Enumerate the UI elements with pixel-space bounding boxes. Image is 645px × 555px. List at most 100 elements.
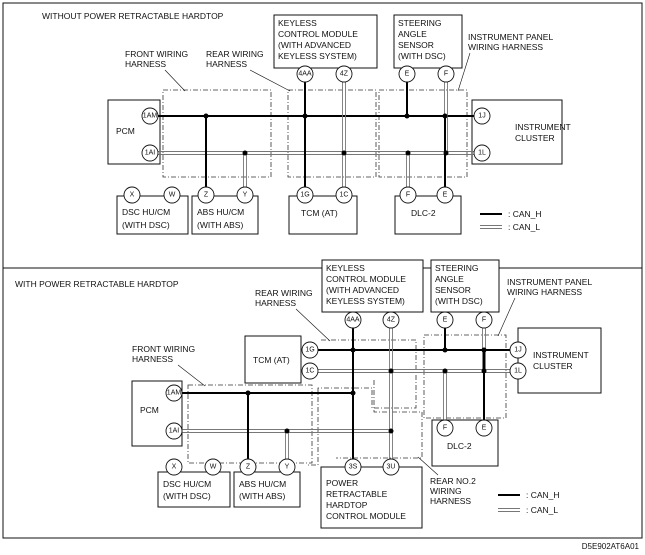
svg-text:TCM (AT): TCM (AT) (301, 208, 338, 218)
pin-b-tcm-1g: 1G (301, 341, 319, 359)
bottom-front-harness-label-2: HARNESS (132, 354, 173, 364)
svg-text:ABS HU/CM: ABS HU/CM (197, 207, 244, 217)
pin-b-cluster-1j: 1J (509, 341, 527, 359)
pin-keyless-4aa: 4AA (296, 65, 314, 83)
pin-b-dlc-f: F (436, 419, 454, 437)
svg-text:1J: 1J (478, 113, 485, 120)
svg-text:INSTRUMENT: INSTRUMENT (533, 350, 589, 360)
bottom-instrument-harness-box (423, 334, 507, 419)
pin-dsc-x: X (123, 186, 141, 204)
svg-text:1L: 1L (478, 150, 486, 157)
bottom-rear2-harness-label-3: HARNESS (430, 496, 471, 506)
svg-text:3S: 3S (349, 464, 358, 471)
pin-b-steer-f: F (475, 311, 493, 329)
svg-text:3U: 3U (387, 464, 396, 471)
bottom-rear-harness-box (308, 339, 417, 466)
pin-b-pcm-1ai: 1AI (165, 422, 183, 440)
pin-b-prht-3u: 3U (382, 458, 400, 476)
pin-dlc-e: E (436, 186, 454, 204)
svg-text:: CAN_L: : CAN_L (526, 505, 558, 515)
svg-text:(WITH ABS): (WITH ABS) (197, 220, 243, 230)
top-title: WITHOUT POWER RETRACTABLE HARDTOP (42, 11, 224, 21)
pin-pcm-1ai: 1AI (141, 144, 159, 162)
svg-text:1G: 1G (305, 347, 314, 354)
svg-text:POWER: POWER (326, 478, 358, 488)
pin-dlc-f: F (399, 186, 417, 204)
svg-text:CONTROL MODULE: CONTROL MODULE (326, 274, 406, 284)
bottom-front-harness-box (187, 384, 313, 464)
svg-text:1J: 1J (514, 347, 521, 354)
svg-text:4AA: 4AA (298, 71, 312, 78)
bottom-steering-sensor: STEERING ANGLE SENSOR (WITH DSC) (430, 259, 500, 313)
svg-text:E: E (482, 425, 487, 432)
svg-text:F: F (482, 317, 486, 324)
svg-text:Y: Y (243, 192, 248, 199)
top-front-harness-label-2: HARNESS (125, 59, 166, 69)
bottom-rear-harness-label-1: REAR WIRING (255, 288, 313, 298)
bottom-dsc-module: DSC HU/CM (WITH DSC) (157, 471, 231, 508)
svg-text:Z: Z (204, 192, 209, 199)
bottom-rear2-harness-label-2: WIRING (430, 486, 462, 496)
svg-text:X: X (172, 464, 177, 471)
bottom-tcm: TCM (AT) (244, 335, 302, 384)
top-instrument-harness-label-1: INSTRUMENT PANEL (468, 32, 553, 42)
bottom-pins: 4AA 4Z E F 1G 1C 1J 1L 1AM 1AI F E X W Z… (165, 311, 527, 476)
top-front-harness-label-1: FRONT WIRING (125, 49, 188, 59)
top-keyless-module: KEYLESS CONTROL MODULE (WITH ADVANCED KE… (273, 14, 378, 69)
pin-pcm-1am: 1AM (141, 107, 159, 125)
bottom-instrument-cluster: INSTRUMENT CLUSTER (517, 327, 602, 394)
svg-text:X: X (130, 192, 135, 199)
svg-text:E: E (405, 71, 410, 78)
bottom-instrument-harness-label-2: WIRING HARNESS (507, 287, 582, 297)
svg-text:F: F (406, 192, 410, 199)
svg-text:(WITH DSC): (WITH DSC) (435, 296, 483, 306)
svg-text:1AI: 1AI (169, 428, 180, 435)
svg-text:HARDTOP: HARDTOP (326, 500, 368, 510)
svg-text:1AM: 1AM (143, 113, 158, 120)
pin-cluster-1l: 1L (473, 144, 491, 162)
svg-text:CLUSTER: CLUSTER (515, 133, 555, 143)
svg-text:SENSOR: SENSOR (435, 285, 471, 295)
svg-text:1AM: 1AM (167, 390, 182, 397)
svg-text:CONTROL MODULE: CONTROL MODULE (278, 29, 358, 39)
svg-text:W: W (210, 464, 217, 471)
svg-text:F: F (444, 71, 448, 78)
top-legend: : CAN_H : CAN_L (480, 209, 542, 232)
svg-text:ANGLE: ANGLE (435, 274, 464, 284)
bottom-legend: : CAN_H : CAN_L (498, 490, 560, 515)
pin-b-keyless-4aa: 4AA (344, 311, 362, 329)
svg-text:(WITH ADVANCED: (WITH ADVANCED (326, 285, 399, 295)
svg-text:1C: 1C (306, 368, 315, 375)
pin-b-dsc-x: X (165, 458, 183, 476)
bottom-instrument-harness-label-1: INSTRUMENT PANEL (507, 277, 592, 287)
pin-dsc-w: W (163, 186, 181, 204)
pin-keyless-4z: 4Z (335, 65, 353, 83)
top-rear-harness-label-1: REAR WIRING (206, 49, 264, 59)
pin-tcm-1c: 1C (335, 186, 353, 204)
svg-text:PCM: PCM (116, 126, 135, 136)
pin-b-abs-z: Z (239, 458, 257, 476)
pin-b-cluster-1l: 1L (509, 362, 527, 380)
pin-tcm-1g: 1G (296, 186, 314, 204)
svg-text:DLC-2: DLC-2 (447, 441, 472, 451)
svg-text:1G: 1G (300, 192, 309, 199)
svg-text:1L: 1L (514, 368, 522, 375)
svg-text:PCM: PCM (140, 405, 159, 415)
pin-abs-z: Z (197, 186, 215, 204)
bottom-keyless-module: KEYLESS CONTROL MODULE (WITH ADVANCED KE… (321, 259, 424, 313)
svg-text:KEYLESS SYSTEM): KEYLESS SYSTEM) (326, 296, 405, 306)
top-rear-harness-box (287, 89, 377, 178)
pin-steer-f: F (437, 65, 455, 83)
svg-text:STEERING: STEERING (398, 18, 441, 28)
svg-text:(WITH DSC): (WITH DSC) (122, 220, 170, 230)
pin-b-prht-3s: 3S (344, 458, 362, 476)
bottom-junctions (245, 347, 487, 434)
figure-code: D5E902AT6A01 (582, 542, 640, 551)
svg-text:Y: Y (285, 464, 290, 471)
svg-text:ANGLE: ANGLE (398, 29, 427, 39)
bottom-rear-harness-label-2: HARNESS (255, 298, 296, 308)
svg-text:STEERING: STEERING (435, 263, 478, 273)
bottom-abs-module: ABS HU/CM (WITH ABS) (233, 471, 301, 508)
svg-text:Z: Z (246, 464, 251, 471)
figure-frame (2, 2, 643, 539)
